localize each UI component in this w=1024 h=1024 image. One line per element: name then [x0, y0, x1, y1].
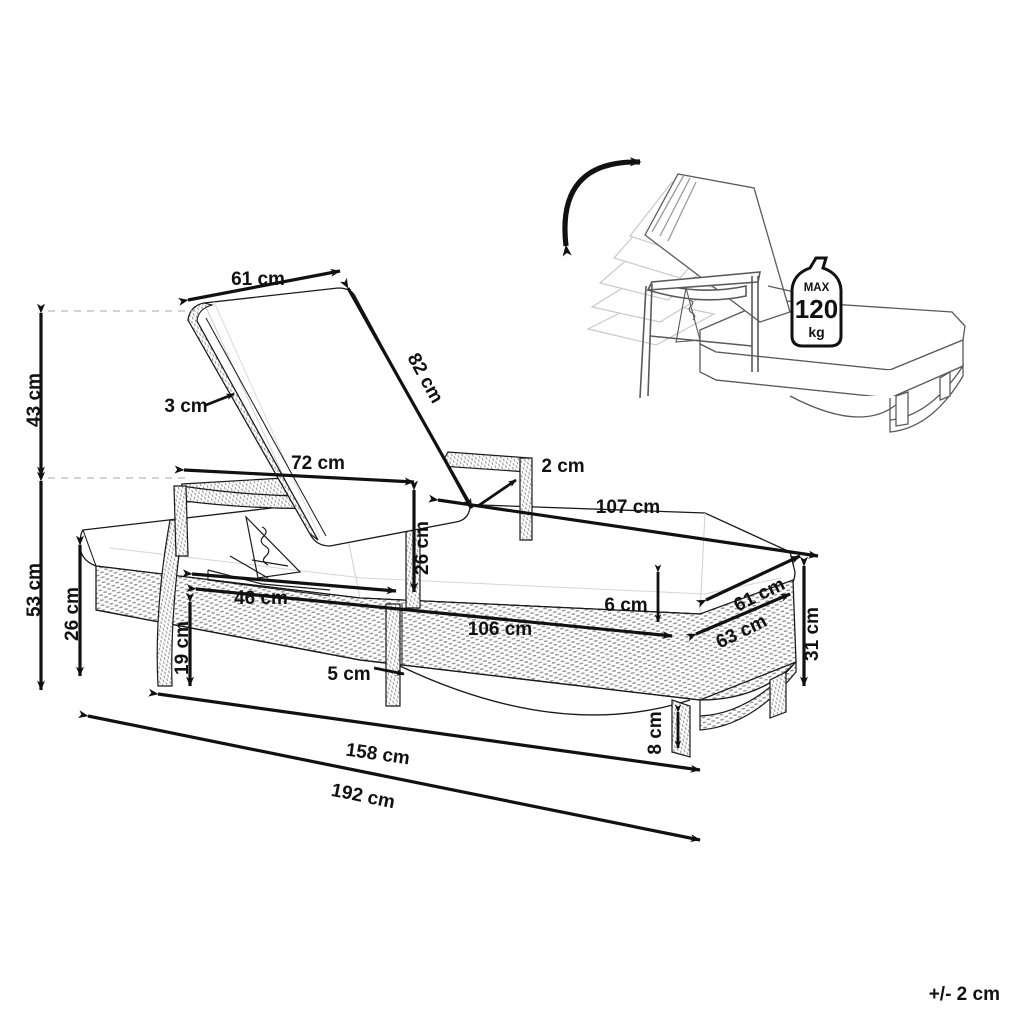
dim-foot-width-61 — [695, 554, 801, 608]
label-158: 158 cm — [344, 740, 411, 770]
label-61-backrest: 61 cm — [231, 269, 285, 290]
max-weight-badge: MAX 120 kg — [790, 256, 843, 348]
label-31: 31 cm — [802, 607, 823, 661]
recline-inset — [562, 157, 966, 433]
inset-ratchet — [675, 287, 701, 343]
dimension-lines — [37, 268, 819, 843]
recline-curved-arrow — [562, 157, 642, 257]
inset-armrest-frame — [639, 271, 761, 399]
dim-backrest-length-82 — [339, 277, 474, 509]
badge-value: 120 — [795, 294, 838, 324]
dim-seat-length-107 — [428, 494, 819, 559]
dim-backrest-thickness-3 — [205, 392, 235, 407]
inset-backrest — [644, 173, 791, 323]
dim-backrest-width-61 — [178, 268, 341, 306]
label-53: 53 cm — [24, 563, 45, 617]
label-192: 192 cm — [329, 780, 396, 813]
label-43: 43 cm — [24, 373, 45, 427]
label-106: 106 cm — [468, 619, 532, 640]
label-72: 72 cm — [291, 453, 345, 474]
dim-armrest-span-72 — [174, 465, 415, 486]
label-3: 3 cm — [164, 396, 207, 417]
dim-foot-frame-63 — [685, 592, 791, 642]
dim-armrest-bar-2 — [477, 478, 517, 508]
backrest-panel — [187, 287, 471, 547]
label-8: 8 cm — [645, 711, 666, 754]
label-26-armrest: 26 cm — [412, 521, 433, 575]
dim-length-192 — [77, 710, 701, 843]
label-26-seat: 26 cm — [62, 587, 83, 641]
dim-inner-width-46 — [182, 569, 397, 595]
label-2: 2 cm — [541, 456, 584, 477]
tolerance-note: +/- 2 cm — [929, 984, 1000, 1005]
label-107: 107 cm — [596, 497, 660, 518]
lounger-main-view — [79, 287, 797, 758]
badge-unit: kg — [808, 324, 824, 340]
label-6: 6 cm — [604, 595, 647, 616]
label-5: 5 cm — [327, 664, 370, 685]
badge-max-label: MAX — [804, 282, 830, 294]
label-46: 46 cm — [234, 588, 288, 609]
label-19: 19 cm — [172, 621, 193, 675]
dim-leg-width-5 — [373, 666, 405, 676]
dim-frame-length-106 — [186, 584, 673, 640]
